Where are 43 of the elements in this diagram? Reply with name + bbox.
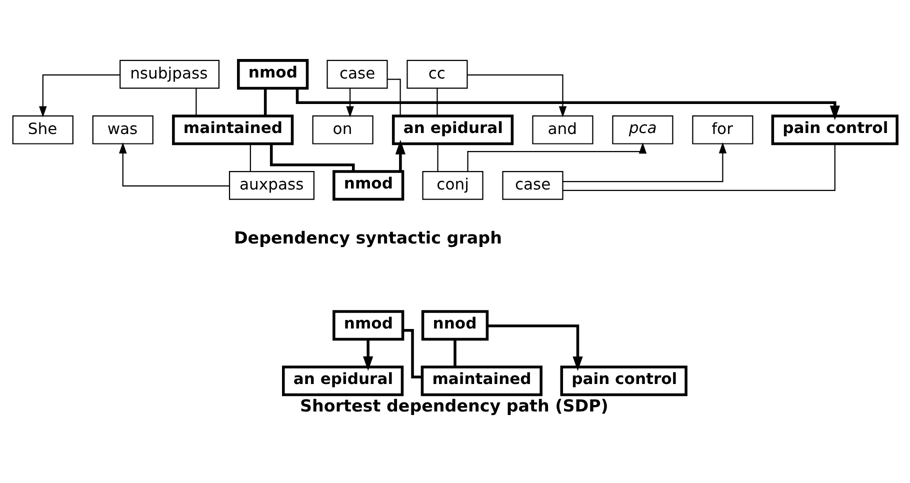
arrow <box>346 88 354 118</box>
connector <box>437 144 438 172</box>
node-box: nnod <box>421 310 489 341</box>
arrow <box>363 339 374 371</box>
node-box: pain control <box>560 366 688 396</box>
connector <box>436 88 438 116</box>
caption: Shortest dependency path (SDP) <box>300 396 608 416</box>
node-box: was <box>92 115 154 144</box>
node-box: and <box>532 115 594 144</box>
node-box: pain control <box>771 114 898 146</box>
node-box: nmod <box>332 170 404 201</box>
node-box: on <box>312 115 374 144</box>
label: Dependency syntactic graph <box>234 228 502 248</box>
node-box: maintained <box>420 366 542 396</box>
arrow <box>118 142 230 187</box>
connector <box>250 144 251 172</box>
arrow <box>467 142 647 172</box>
node-box: nmod <box>332 310 404 341</box>
node-box: nsubjpass <box>120 60 220 89</box>
arrow <box>296 88 840 120</box>
node-box: She <box>12 115 74 144</box>
connector <box>270 144 355 172</box>
connector <box>403 328 422 378</box>
connector <box>264 88 267 116</box>
node-box: an epidural <box>392 114 514 146</box>
arrow <box>395 140 406 172</box>
node-box: conj <box>422 170 484 200</box>
connector <box>454 340 456 367</box>
node-box: for <box>692 115 754 144</box>
arrow <box>487 324 583 371</box>
connector <box>196 88 197 116</box>
node-box: nmod <box>237 59 309 90</box>
arrow <box>39 74 120 118</box>
node-box: cc <box>406 60 468 89</box>
arrow <box>562 142 727 182</box>
node-box: an epidural <box>282 366 404 396</box>
node-box: pca <box>612 115 674 144</box>
arrow <box>467 74 567 118</box>
node-box: case <box>502 170 564 200</box>
node-box: auxpass <box>228 170 314 200</box>
node-box: case <box>326 60 388 89</box>
connector <box>562 144 836 191</box>
node-box: maintained <box>172 114 294 146</box>
